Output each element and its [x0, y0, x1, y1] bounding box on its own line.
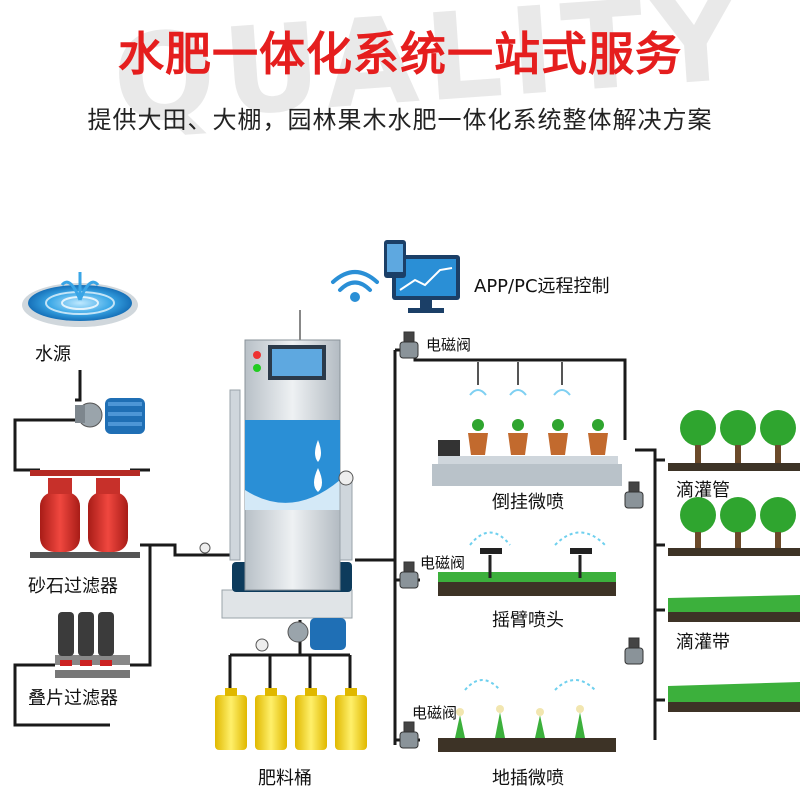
- wifi-icon: [331, 270, 379, 302]
- drip-tape-grass-icon: [668, 595, 800, 712]
- fertilizer-pump-icon: [255, 618, 346, 652]
- ground-spray-icon: [438, 679, 616, 752]
- monitor-icon: [384, 240, 460, 313]
- label-ground-spray: 地插微喷: [492, 768, 564, 789]
- control-cabinet-icon: [199, 310, 354, 619]
- label-sand-filter: 砂石过滤器: [28, 576, 118, 597]
- label-valve-bottom: 电磁阀: [412, 704, 458, 722]
- drip-pipe-trees-icon: [668, 410, 800, 556]
- page-subtitle: 提供大田、大棚，园林果木水肥一体化系统整体解决方案: [87, 106, 713, 134]
- rocker-nozzle-icon: [438, 531, 616, 596]
- fertilizer-bucket-icon: [215, 688, 367, 750]
- label-remote-control: APP/PC远程控制: [474, 276, 610, 297]
- label-drip-tape: 滴灌带: [676, 632, 730, 653]
- label-disc-filter: 叠片过滤器: [28, 688, 118, 709]
- label-rocker-nozzle: 摇臂喷头: [492, 610, 564, 631]
- disc-filter-icon: [55, 612, 130, 678]
- label-fertilizer-bucket: 肥料桶: [258, 768, 312, 789]
- label-hanging-spray: 倒挂微喷: [492, 492, 564, 513]
- water-pump-icon: [75, 398, 145, 434]
- label-water-source: 水源: [35, 344, 71, 365]
- label-drip-pipe: 滴灌管: [676, 480, 730, 501]
- hanging-spray-icon: [432, 362, 622, 486]
- sand-filter-icon: [30, 470, 140, 558]
- label-valve-mid: 电磁阀: [420, 554, 466, 572]
- page-title: 水肥一体化系统一站式服务: [118, 27, 682, 81]
- solenoid-valve-icon: [399, 331, 644, 749]
- water-source-icon: [22, 272, 138, 327]
- label-valve-top: 电磁阀: [426, 336, 472, 354]
